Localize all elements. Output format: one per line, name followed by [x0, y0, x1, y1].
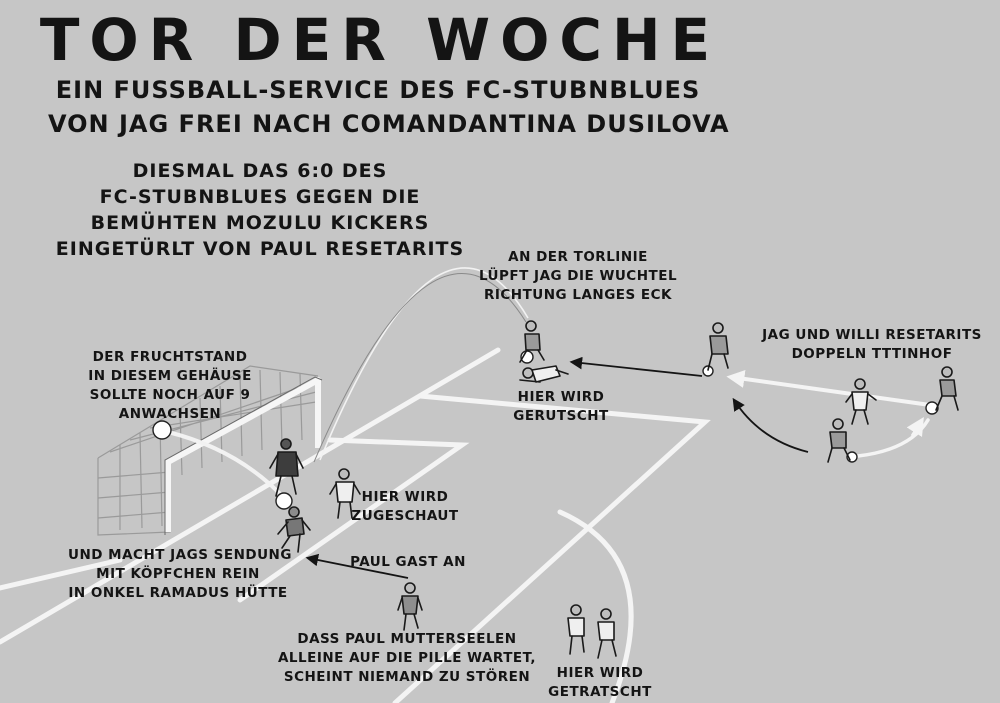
- intro-line-3: BEMÜHTEN MOZULU KICKERS: [90, 212, 430, 234]
- ball-header: [275, 492, 293, 510]
- note-zugeschaut: HIER WIRD ZUGESCHAUT: [351, 489, 459, 524]
- subtitle-credits: VON JaG FREI NACH COMANDANTINA DUSILOVA: [48, 110, 730, 138]
- intro-line-4: EINGETÜRLT VON PAUL RESETARITS: [55, 238, 465, 260]
- ball-in-goal: [152, 420, 172, 440]
- arrow-to-header: [305, 553, 409, 579]
- six-yard-top: [237, 437, 470, 603]
- player-willi: [935, 366, 959, 411]
- pass-to-willi: [736, 376, 932, 407]
- player-goalkeeper: [269, 438, 304, 497]
- penalty-arc: [557, 509, 634, 703]
- note-doppeln: JaG UND WILLI RESETARITS DOPPELN TTTINHO…: [762, 327, 982, 362]
- lob-trajectory-inner: [313, 273, 527, 463]
- subtitle-service: EIN FUSSBALL-SERVICE DES FC-STUBNBLUES: [55, 76, 701, 104]
- player-spectator: [329, 468, 361, 519]
- note-getratscht: HIER WIRD GETRATSCHT: [548, 665, 652, 700]
- player-paul: [397, 582, 423, 631]
- pass-back: [856, 418, 930, 458]
- player-defender-1: [845, 378, 877, 425]
- note-gerutscht: HIER WIRD GERUTSCHT: [513, 389, 609, 424]
- player-jag: [707, 322, 729, 371]
- player-chatter-2: [597, 608, 617, 659]
- player-lofter: [519, 320, 545, 363]
- player-defender-2: [827, 418, 851, 463]
- page-title: TOR DER WOCHE: [39, 6, 721, 74]
- arrow-to-torlinie: [569, 356, 703, 377]
- goal-frame: [165, 377, 321, 532]
- intro-line-1: DIESMAL DAS 6:0 DES: [132, 160, 388, 182]
- ball-pass: [702, 365, 714, 377]
- ball-willi: [925, 401, 939, 415]
- intro-line-2: FC-STUBNBLUES GEGEN DIE: [99, 186, 421, 208]
- arrow-curve-doppeln: [732, 397, 809, 453]
- player-slider: [519, 365, 569, 383]
- penalty-box-top: [392, 393, 711, 703]
- goal-line: [0, 347, 501, 645]
- note-torlinie: AN DER TORLINIE LÜPFT JaG DIE WUCHTEL RI…: [478, 249, 678, 303]
- player-chatter-1: [567, 604, 585, 655]
- note-gast: PAUL GAST AN: [350, 554, 466, 570]
- note-sendung: UND MACHT JaGs SENDUNG MIT KÖPFCHEN REIN…: [68, 547, 292, 601]
- lob-trajectory: [319, 267, 529, 461]
- touch-line: [0, 557, 123, 591]
- cross-trajectory: [167, 430, 288, 502]
- note-fruchtstand: DER FRUCHTSTAND IN DIESEM GEHÄUSE SOLLTE…: [88, 349, 252, 422]
- player-header-scorer: [277, 506, 311, 553]
- note-mutterseelen: DASS PAUL MUTTERSEELEN ALLEINE AUF DIE P…: [277, 631, 537, 685]
